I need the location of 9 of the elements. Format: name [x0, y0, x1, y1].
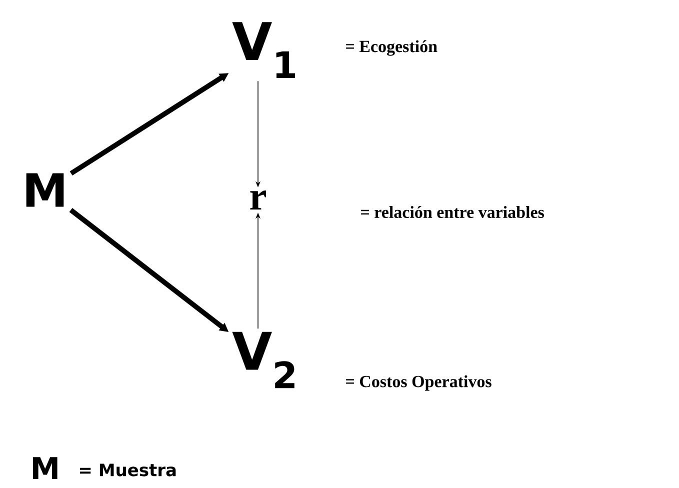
side-note: = Ecogestión — [346, 40, 438, 56]
letter-m: M — [32, 457, 58, 479]
side-note: = Costos Operativos — [346, 375, 492, 391]
letter-m: M — [26, 173, 64, 207]
correlation-symbol: r — [250, 190, 266, 210]
legend-text: = Muestra — [80, 464, 176, 476]
variable-symbol: V$_{2}$ — [232, 332, 294, 388]
side-note: = relación entre variables — [361, 206, 544, 218]
variable-symbol: V$_{1}$ — [232, 22, 296, 78]
